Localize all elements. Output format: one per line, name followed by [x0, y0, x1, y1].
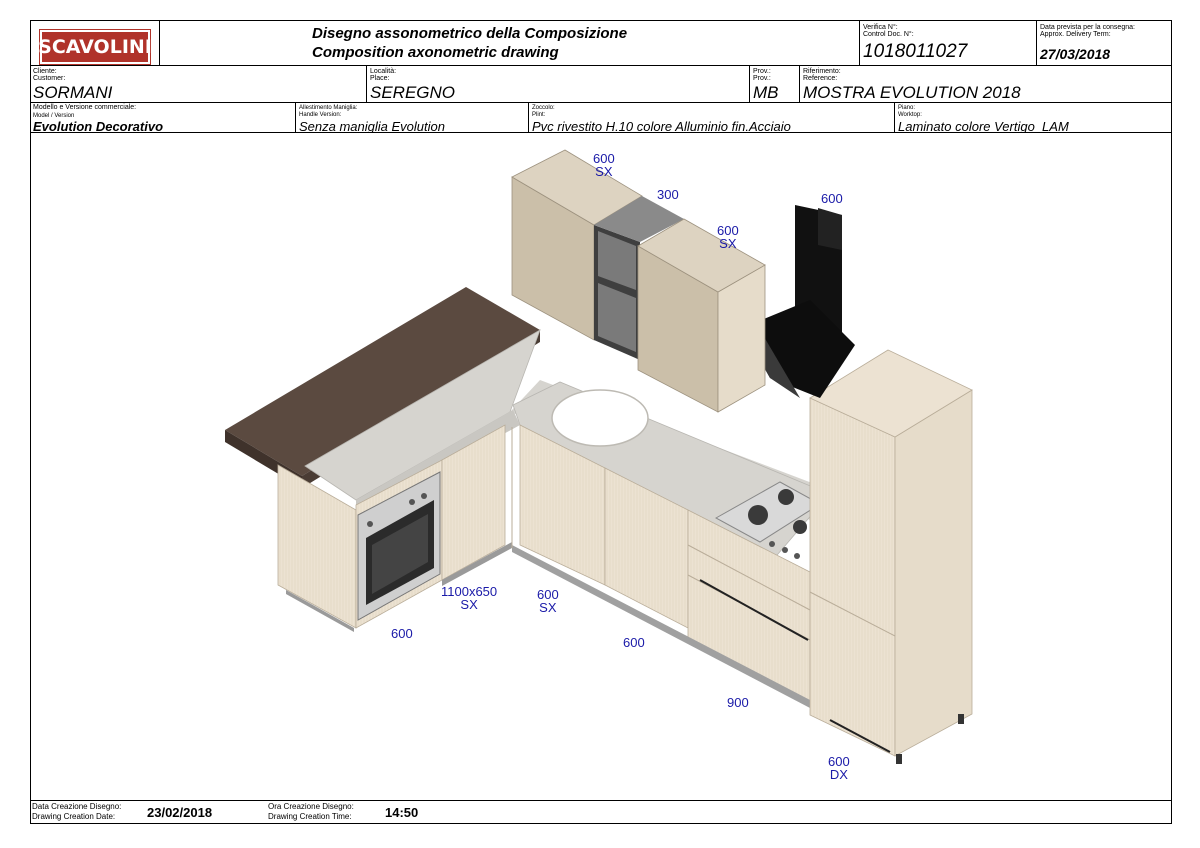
prov-label-en: Prov.: [753, 75, 771, 82]
model-label-it: Modello e Versione commerciale: [33, 104, 137, 111]
handle-value: Senza maniglia Evolution [299, 119, 445, 133]
tall-cabinet-front [809, 397, 896, 757]
delivery-date: 27/03/2018 [1040, 46, 1111, 62]
check-label-en: Control Doc. N°: [863, 31, 914, 38]
dim-base-oven: 600 [391, 627, 413, 640]
dim-tall-side: DX [829, 767, 848, 782]
date-label-it: Data Creazione Disegno: [32, 802, 122, 811]
plinth-label-it: Zoccolo: [532, 105, 555, 111]
client-name: SORMANI [33, 83, 113, 102]
dim-base-hob: 900 [727, 696, 749, 709]
worktop-label-en: Worktop: [898, 112, 922, 118]
prov-cell: Prov.: Prov.: MB [750, 66, 800, 103]
dim-base-sink-side: SX [539, 600, 557, 615]
scavolini-logo: SCAVOLINI [38, 30, 152, 64]
drawing-frame [30, 20, 1172, 824]
reference-cell: Riferimento: Reference: MOSTRA EVOLUTION… [800, 66, 1172, 103]
dim-wall-left-side: SX [595, 164, 613, 179]
header-row: Disegno assonometrico della Composizione… [30, 20, 1172, 66]
dim-wall-right-side: SX [719, 236, 737, 251]
burner-3-icon [793, 520, 807, 534]
client-cell: Cliente: Customer: SORMANI [30, 66, 367, 103]
worktop-value: Laminato colore Vertigo_LAM [898, 119, 1069, 133]
check-cell: Verifica N°: Control Doc. N°: 1018011027 [860, 20, 1037, 66]
dim-base-hob-width: 900 [727, 695, 749, 710]
model-value: Evolution Decorativo [33, 119, 164, 133]
dim-base-corner-side: SX [460, 597, 478, 612]
handle-cell: Allestimento Maniglia: Handle Version: S… [296, 103, 529, 133]
prov-label-it: Prov.: [753, 68, 771, 75]
handle-label-it: Allestimento Maniglia: [299, 105, 358, 111]
plinth-value: Pvc rivestito H.10 colore Alluminio fin.… [532, 119, 791, 133]
time-label-en: Drawing Creation Time: [268, 812, 352, 821]
model-row: Modello e Versione commerciale: Model / … [30, 103, 1172, 133]
model-cell: Modello e Versione commerciale: Model / … [30, 103, 296, 133]
burner-2-icon [778, 489, 794, 505]
dim-wall-left-width: 600 [593, 151, 615, 166]
dim-base-sink-width: 600 [537, 587, 559, 602]
delivery-cell: Data prevista per la consegna: Approx. D… [1037, 20, 1172, 66]
dim-base-mid-width: 600 [623, 635, 645, 650]
model-label-en: Model / Version [33, 113, 75, 119]
logo-text: SCAVOLINI [38, 36, 152, 58]
check-label-it: Verifica N°: [863, 24, 898, 31]
footer-row: Data Creazione Disegno: Drawing Creation… [30, 800, 1172, 824]
title-italian: Disegno assonometrico della Composizione [312, 25, 628, 42]
dim-base-corner-width: 1100x650 [441, 584, 498, 599]
corner-base-cabinet [441, 424, 506, 581]
worktop-cell: Piano: Worktop: Laminato colore Vertigo_… [895, 103, 1172, 133]
place-label-en: Place: [370, 75, 390, 82]
dim-wall-right-width: 600 [717, 223, 739, 238]
bar-worktop [225, 287, 540, 476]
date-label-en: Drawing Creation Date: [32, 812, 116, 821]
reference-value: MOSTRA EVOLUTION 2018 [803, 83, 1021, 102]
dim-wall-mid: 300 [657, 188, 679, 201]
creation-date: 23/02/2018 [147, 805, 213, 820]
tall-cabinet-side [894, 389, 973, 757]
place-cell: Località: Place: SEREGNO [367, 66, 750, 103]
client-label-en: Customer: [33, 75, 66, 82]
check-number: 1018011027 [863, 41, 968, 62]
dim-base-mid: 600 [623, 636, 645, 649]
dim-hood: 600 [821, 192, 843, 205]
delivery-label-it: Data prevista per la consegna: [1040, 24, 1135, 31]
reference-label-it: Riferimento: [803, 68, 841, 75]
plinth-label-en: Plint: [532, 112, 546, 118]
handle-label-en: Handle Version: [299, 112, 342, 118]
dim-hood-width: 600 [821, 191, 843, 206]
reference-label-en: Reference: [803, 75, 838, 82]
creation-time: 14:50 [385, 805, 419, 820]
sink-cutout [551, 389, 649, 447]
plinth-cell: Zoccolo: Plint: Pvc rivestito H.10 color… [529, 103, 895, 133]
delivery-label-en: Approx. Delivery Term: [1040, 31, 1111, 38]
dim-wall-mid-width: 300 [657, 187, 679, 202]
time-label-it: Ora Creazione Disegno: [268, 802, 354, 811]
client-label-it: Cliente: [33, 68, 57, 75]
title-english: Composition axonometric drawing [312, 44, 559, 61]
dim-tall-width: 600 [828, 754, 850, 769]
place-label-it: Località: [370, 68, 397, 75]
burner-1-icon [748, 505, 768, 525]
place-name: SEREGNO [370, 83, 456, 102]
dim-base-oven-width: 600 [391, 626, 413, 641]
worktop-label-it: Piano: [898, 105, 916, 111]
prov-value: MB [753, 83, 779, 102]
customer-row: Cliente: Customer: SORMANI Località: Pla… [30, 66, 1172, 103]
tall-cabinet-top [809, 349, 973, 438]
logo-cell [30, 20, 160, 66]
title-cell: Disegno assonometrico della Composizione… [160, 20, 860, 66]
